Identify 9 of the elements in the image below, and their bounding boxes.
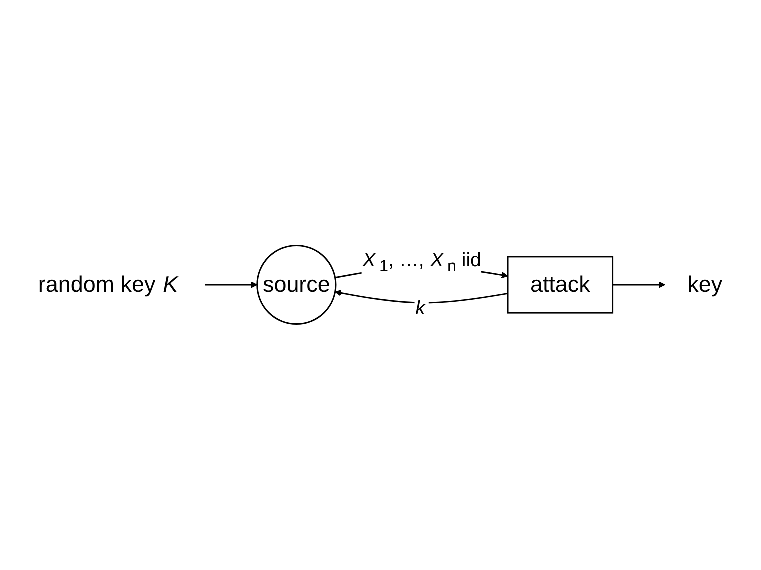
node-circle: source — [256, 244, 337, 326]
node-text: key — [688, 272, 723, 298]
edge-label: X$_{1}$, …, X$_{n}$ iid — [362, 248, 482, 276]
arrow — [335, 290, 508, 304]
arrow — [205, 282, 258, 288]
node-box: attack — [507, 256, 614, 314]
node-text: random key K — [38, 272, 178, 298]
edge-label: k — [416, 296, 426, 319]
arrow — [612, 282, 666, 288]
